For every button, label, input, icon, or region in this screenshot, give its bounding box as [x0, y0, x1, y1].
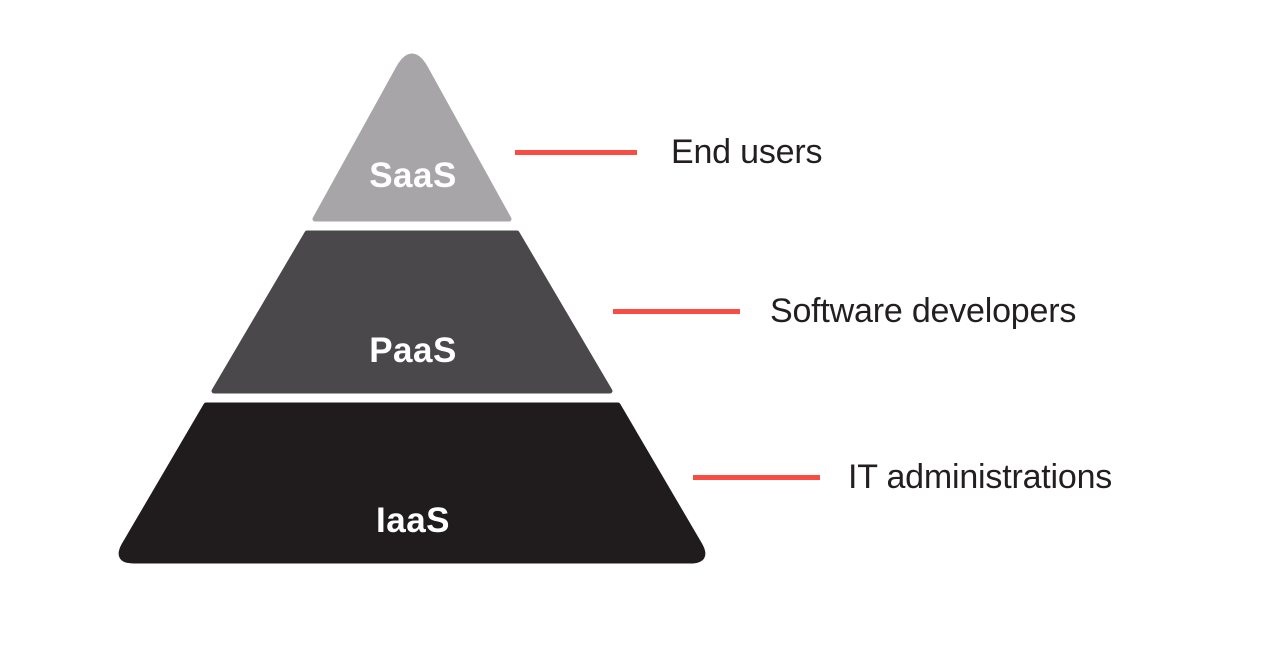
annotation-label-it-administrations: IT administrations: [848, 457, 1113, 496]
annotation-label-software-developers: Software developers: [770, 291, 1077, 330]
tier-iaas-shape: [118, 402, 706, 564]
tier-iaas-label: IaaS: [376, 501, 450, 540]
tier-paas-label: PaaS: [369, 331, 457, 370]
tier-paas-shape: [211, 230, 613, 394]
annotation-label-end-users: End users: [671, 132, 823, 171]
connector-line-saas: [515, 149, 637, 155]
connector-line-iaas: [693, 474, 820, 480]
connector-line-paas: [613, 308, 740, 314]
tier-saas-shape: [312, 53, 512, 222]
annotation-it-administrations: IT administrations: [693, 453, 1112, 501]
tier-saas-label: SaaS: [369, 156, 457, 195]
annotation-end-users: End users: [515, 128, 822, 176]
annotation-software-developers: Software developers: [613, 287, 1076, 335]
